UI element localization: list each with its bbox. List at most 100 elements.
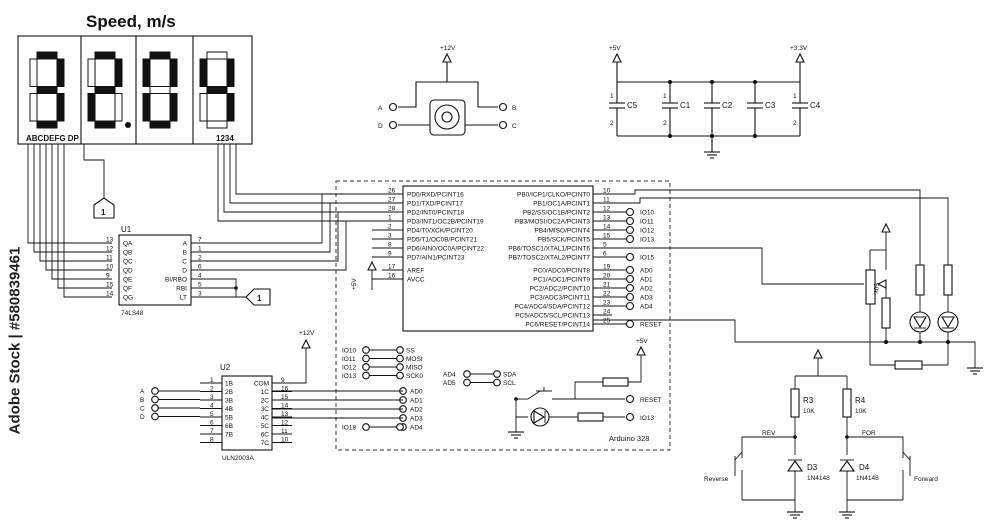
mcu-pin-name: PB4/MISO/PCINT4 [534,228,590,235]
mcu-pin-name: PC2/ADC2/PCINT10 [530,286,591,293]
u2-pin-number: 16 [281,385,289,392]
u1-pin-number: 13 [106,237,114,244]
u2-pin-name: 4C [261,415,270,422]
segment [226,93,235,122]
stock-watermark: Adobe Stock | #580839461 [6,246,24,434]
terminal-label: IO15 [640,255,654,262]
u2-body [221,375,273,451]
link-terminal [396,371,404,380]
mcu-pin-name: PD7/AIN1/PCINT23 [407,255,465,262]
u2-driver: U2 ULN2003A 11B22B33B44B55B66B77B8COM91C… [140,330,315,462]
terminal [625,216,635,226]
ad-label: AD3 [410,416,423,423]
mcu-pin-name: PB5/SCK/PCINT5 [538,237,591,244]
u2-input-label: A [140,389,145,396]
segment [149,86,171,94]
segment [206,120,228,129]
segment [94,86,116,94]
d4-ref: D4 [859,463,870,472]
u1-pin-number: 9 [106,273,110,280]
svg-text:A: A [378,105,383,112]
mcu-pin-number: 22 [603,291,611,298]
r4-ref: R4 [855,396,866,405]
segment [142,93,151,122]
u1-pin-number: 1 [198,246,202,253]
segment [149,120,171,129]
svg-text:Reverse: Reverse [704,476,729,483]
u2-pin-number: 8 [210,436,214,443]
mcu-pin-name: PD1/TXD/PCINT17 [407,201,463,208]
svg-text:C: C [512,123,517,130]
link-terminal [362,354,370,363]
mcu-pin-name: PC4/ADC4/SDA/PCINT12 [515,304,591,311]
mcu-pin-name: PC0/ADC0/PCINT8 [533,268,590,275]
capacitor: C3 [747,82,776,136]
d3-ref: D3 [807,463,818,472]
link-label: SCK0 [406,373,423,380]
mcu-pin-number: 15 [603,233,611,240]
segment [142,58,151,87]
mcu-pin-number: 23 [603,300,611,307]
mcu-pin-number: 5 [603,242,607,249]
d4-part: 1N4148 [856,475,879,482]
u1-pin-number: 15 [106,282,114,289]
u1-pin-number: 5 [198,282,202,289]
terminal [625,225,635,235]
mcu-pin-name: PB2/SS/OC1B/PCINT2 [523,210,591,217]
mcu-pin-number: 6 [603,251,607,258]
u2-pin-name: 2C [261,398,270,405]
mcu-pin-name: PB7/TOSC2/XTAL2/PCINT7 [508,255,590,262]
u1-pin-name: RBI [176,286,187,293]
mcu-pin-name: AVCC [407,277,425,284]
segment [56,58,65,87]
link-terminal [463,378,471,387]
cap-pin: 1 [610,93,614,100]
segment [114,58,123,87]
capacitor-ref: C5 [627,101,638,110]
terminal [625,301,635,311]
link-label: IO12 [342,365,356,372]
segment [36,120,58,129]
u1-pin-number: 2 [198,255,202,262]
segment [87,93,96,122]
svg-text:RESET: RESET [640,397,662,404]
link-label: MISO [406,365,423,372]
link-label: SCL [503,380,516,387]
mcu-pin-number: 25 [603,318,611,325]
u1-pin-name: QG [123,295,133,302]
mcu-pin-name: PD3/INT1/OC2B/PCINT19 [407,219,484,226]
digit-pin-label: 1234 [216,134,234,143]
mcu-pin-number: 27 [388,197,396,204]
net-flag-lt: 1 [245,288,271,306]
cap-pin: 1 [793,93,797,100]
mcu-pin-number: 28 [388,206,396,213]
u2-pin-name: 7B [225,432,233,439]
u2-pin-number: 7 [210,428,214,435]
terminal [625,283,635,293]
mcu-pin-number: 21 [603,282,611,289]
mcu-pin-name: PC5/ADC5/SCL/PCINT13 [515,313,590,320]
segment-pin-label: ABCDEFG DP [26,134,80,143]
u2-input-label: C [140,406,145,413]
u1-pin-name: BI/RBO [165,277,187,284]
u2-pin-number: 10 [281,436,289,443]
link-terminal [396,363,404,371]
segment [199,93,208,122]
svg-text:REV: REV [762,430,776,437]
arduino-frame [335,180,671,451]
u2-input-terminal [151,387,159,395]
terminal [625,319,635,329]
capacitor-ref: C1 [680,101,691,110]
mcu-pin-name: PB6/TOSC1/XTAL1/PCINT6 [508,246,590,253]
mcu-pin-name: PB1/OC1A/PCINT1 [533,201,590,208]
u2-pin-number: 11 [281,428,288,435]
display-digit [29,51,65,129]
u2-pin-number: 4 [210,402,214,409]
stepper-motor: +12V A B D C [378,45,517,136]
mcu-pin-number: 20 [603,273,611,280]
link-label: SDA [503,372,517,379]
svg-text:1: 1 [257,294,262,303]
